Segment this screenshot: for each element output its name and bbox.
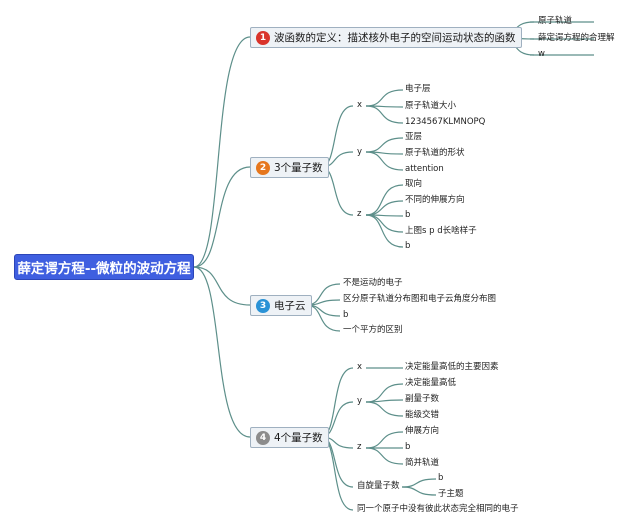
topic-orientation[interactable]: 取向 <box>405 179 423 189</box>
leaf-connector <box>365 200 404 216</box>
root-connector-2 <box>193 166 251 268</box>
topic-energy-level[interactable]: 决定能量高低 <box>405 378 457 388</box>
topic-psi[interactable]: w <box>538 49 545 59</box>
number-badge-3: 3 <box>256 298 270 313</box>
topic-square-difference[interactable]: 一个平方的区别 <box>343 325 403 335</box>
topic-b[interactable]: b <box>405 210 411 220</box>
topic-not-moving-electron[interactable]: 不是运动的电子 <box>343 278 403 288</box>
topic-degenerate-orbital[interactable]: 简并轨道 <box>405 458 440 468</box>
leaf-connector <box>365 214 404 248</box>
branch-electron-cloud[interactable]: 3 电子云 <box>250 295 312 316</box>
topic-extension-direction[interactable]: 伸展方向 <box>405 426 440 436</box>
topic-subshell[interactable]: 亚层 <box>405 132 423 142</box>
topic-attention[interactable]: attention <box>405 164 444 174</box>
subtopic-z[interactable]: z <box>357 209 362 219</box>
topic-spd-shape[interactable]: 上图s p d长啥样子 <box>405 226 477 236</box>
subtopic-y[interactable]: y <box>357 396 363 406</box>
subtopic-x[interactable]: x <box>357 100 363 110</box>
topic-secondary-quantum-number[interactable]: 副量子数 <box>405 394 440 404</box>
subtopic-spin-quantum-number[interactable]: 自旋量子数 <box>357 481 400 491</box>
topic-b[interactable]: b <box>405 442 411 452</box>
root-connector-1 <box>193 36 251 268</box>
leaf-connector <box>365 401 404 417</box>
topic-shell-letters[interactable]: 1234567KLMNOPQ <box>405 117 486 127</box>
topic-extension-direction[interactable]: 不同的伸展方向 <box>405 195 465 205</box>
topic-orbital-size[interactable]: 原子轨道大小 <box>405 101 457 111</box>
branch-label: 波函数的定义：描述核外电子的空间运动状态的函数 <box>274 32 516 44</box>
topic-subtopic[interactable]: 子主题 <box>438 489 464 499</box>
leaf-connector <box>365 105 404 124</box>
topic-main-energy-factor[interactable]: 决定能量高低的主要因素 <box>405 362 499 372</box>
number-badge-4: 4 <box>256 430 270 445</box>
topic-pauli-exclusion[interactable]: 同一个原子中没有彼此状态完全相同的电子 <box>357 504 519 514</box>
leaf-connector <box>365 151 404 171</box>
branch-four-quantum-numbers[interactable]: 4 4个量子数 <box>250 427 329 448</box>
root-connector-4 <box>193 266 251 438</box>
root-topic[interactable]: 薛定谔方程--微粒的波动方程 <box>14 254 194 280</box>
topic-atomic-orbital[interactable]: 原子轨道 <box>538 16 573 26</box>
branch-label: 4个量子数 <box>274 432 323 444</box>
leaf-connector <box>401 486 437 496</box>
topic-b[interactable]: b <box>405 241 411 251</box>
leaf-connector <box>365 184 404 216</box>
leaf-connector <box>365 214 404 233</box>
root-topic-label: 薛定谔方程--微粒的波动方程 <box>17 261 191 277</box>
branch-label: 3个量子数 <box>274 162 323 174</box>
topic-distinguish-distributions[interactable]: 区分原子轨道分布图和电子云角度分布图 <box>343 294 497 304</box>
branch-three-quantum-numbers[interactable]: 2 3个量子数 <box>250 157 329 178</box>
topic-energy-level-crossing[interactable]: 能级交错 <box>405 410 440 420</box>
leaf-connector <box>365 89 404 107</box>
subtopic-y[interactable]: y <box>357 147 363 157</box>
subtopic-z[interactable]: z <box>357 442 362 452</box>
leaf-connector <box>365 137 404 153</box>
branch-wave-function-definition[interactable]: 1 波函数的定义：描述核外电子的空间运动状态的函数 <box>250 27 522 48</box>
root-connector-3 <box>193 266 251 306</box>
topic-electron-shell[interactable]: 电子层 <box>405 84 431 94</box>
leaf-connector <box>365 447 404 465</box>
topic-reasonable-solution[interactable]: 薛定谔方程的合理解 <box>538 33 615 43</box>
subtopic-x[interactable]: x <box>357 362 363 372</box>
topic-orbital-shape[interactable]: 原子轨道的形状 <box>405 148 465 158</box>
branch-label: 电子云 <box>274 300 306 312</box>
leaf-connector <box>365 431 404 449</box>
number-badge-1: 1 <box>256 30 270 45</box>
leaf-connector <box>365 383 404 403</box>
leaf-connector <box>401 478 437 488</box>
topic-b[interactable]: b <box>438 473 444 483</box>
topic-b[interactable]: b <box>343 310 349 320</box>
number-badge-2: 2 <box>256 160 270 175</box>
